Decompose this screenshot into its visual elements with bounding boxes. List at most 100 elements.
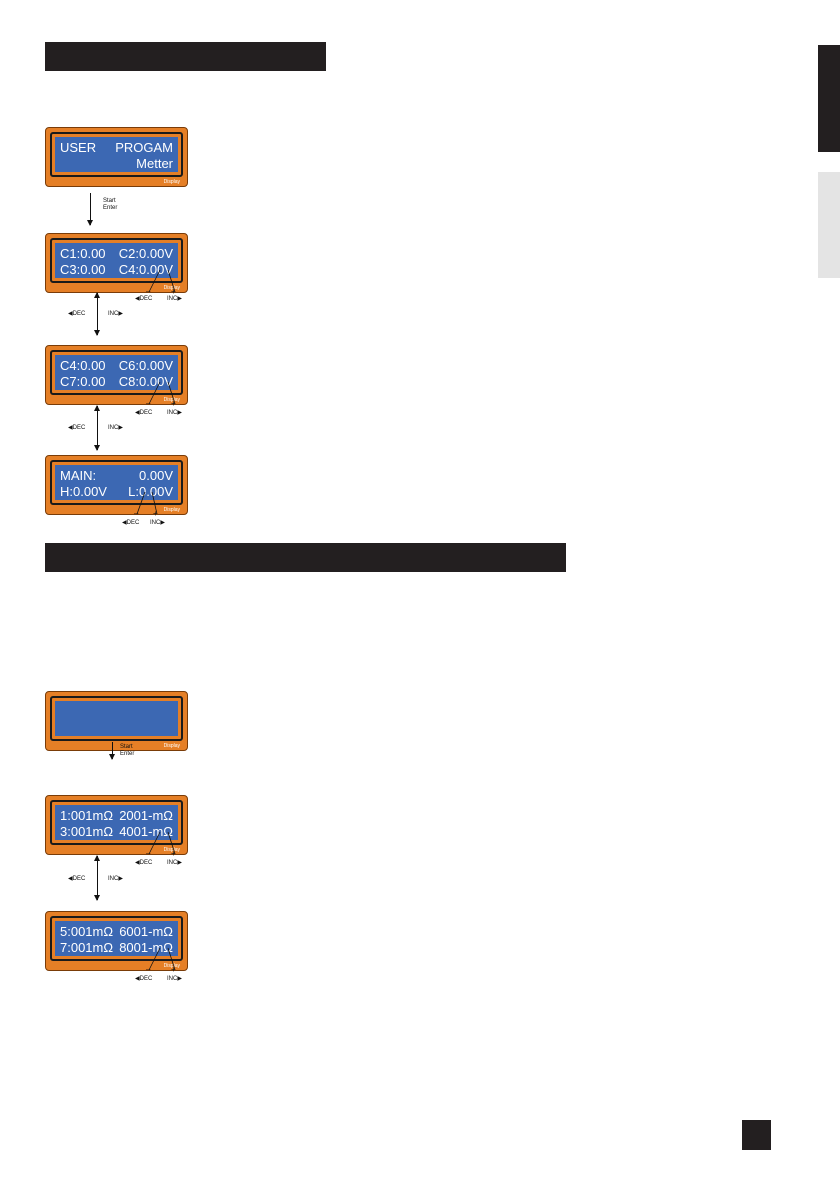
section-1-header-bar — [45, 42, 326, 71]
inc-button-label[interactable]: INC▶ — [150, 520, 165, 527]
plus-label: + — [171, 849, 176, 858]
plus-label: + — [153, 509, 158, 518]
dec-label: DEC — [139, 976, 153, 982]
lcd-text: C7:0.00 — [60, 374, 106, 389]
right-triangle-icon: ▶ — [118, 425, 123, 431]
lcd-text: C4:0.00 — [60, 358, 106, 373]
dec-button-label[interactable]: ◀DEC — [135, 296, 152, 303]
lcd-main-voltage: MAIN: 0.00V H:0.00V L:0.00V Display — [45, 455, 188, 515]
dec-label: DEC — [126, 520, 140, 526]
right-triangle-icon: ▶ — [177, 296, 182, 302]
right-triangle-icon: ▶ — [177, 976, 182, 982]
dec-label: DEC — [139, 410, 153, 416]
right-triangle-icon: ▶ — [177, 860, 182, 866]
lcd-text: 0.00V — [139, 468, 173, 483]
down-arrow — [87, 193, 93, 226]
lcd-text: C1:0.00 — [60, 246, 106, 261]
lcd-text: C4:0.00V — [118, 262, 173, 277]
dec-button-label[interactable]: ◀DEC — [135, 976, 152, 983]
inc-label: INC — [108, 876, 119, 882]
dec-nav-label: ◀DEC — [68, 876, 85, 883]
left-triangle-icon: ◀ — [68, 311, 73, 317]
lcd-text: C3:0.00 — [60, 262, 106, 277]
minus-label: – — [134, 509, 139, 518]
minus-label: – — [146, 399, 151, 408]
dec-nav-label: ◀DEC — [68, 425, 85, 432]
section-2-header-bar — [45, 543, 566, 572]
lcd-text: H:0.00V — [60, 484, 107, 499]
inc-label: INC — [167, 860, 178, 866]
lcd-user-program: USER PROGAM Metter Display — [45, 127, 188, 187]
lcd-text: MAIN: — [60, 468, 97, 483]
display-tag: Display — [163, 179, 180, 185]
lcd-text: PROGAM — [115, 140, 173, 155]
lcd-text: Metter — [136, 156, 173, 171]
lcd-text: 5:001mΩ — [60, 924, 114, 939]
lcd-text: 2001-mΩ — [119, 808, 173, 823]
up-down-arrow — [94, 855, 100, 901]
up-down-arrow — [94, 405, 100, 451]
dec-nav-label: ◀DEC — [68, 311, 85, 318]
lcd-text: C2:0.00V — [118, 246, 173, 261]
left-triangle-icon: ◀ — [135, 860, 140, 866]
inc-button-label[interactable]: INC▶ — [167, 296, 182, 303]
page-number-box — [742, 1120, 771, 1150]
lcd-text: L:0.00V — [128, 484, 173, 499]
plus-label: + — [171, 965, 176, 974]
lcd-text: C8:0.00V — [118, 374, 173, 389]
plus-label: + — [171, 287, 176, 296]
inc-label: INC — [167, 296, 178, 302]
dec-label: DEC — [72, 425, 86, 431]
enter-label: Enter — [103, 205, 118, 211]
dec-button-label[interactable]: ◀DEC — [122, 520, 139, 527]
dec-label: DEC — [139, 860, 153, 866]
inc-nav-label: INC▶ — [108, 876, 123, 883]
minus-label: – — [146, 965, 151, 974]
right-triangle-icon: ▶ — [160, 520, 165, 526]
inc-label: INC — [108, 425, 119, 431]
inc-label: INC — [167, 976, 178, 982]
plus-label: + — [171, 399, 176, 408]
dec-button-label[interactable]: ◀DEC — [135, 410, 152, 417]
inc-button-label[interactable]: INC▶ — [167, 860, 182, 867]
lcd-text: 3:001mΩ — [60, 824, 114, 839]
display-tag: Display — [163, 743, 180, 749]
inc-label: INC — [167, 410, 178, 416]
dec-label: DEC — [72, 876, 86, 882]
right-triangle-icon: ▶ — [177, 410, 182, 416]
inc-button-label[interactable]: INC▶ — [167, 410, 182, 417]
start-label: Start — [120, 744, 133, 750]
left-triangle-icon: ◀ — [68, 425, 73, 431]
start-label: Start — [103, 198, 116, 204]
lcd-text: 1:001mΩ — [60, 808, 114, 823]
inc-nav-label: INC▶ — [108, 425, 123, 432]
chapter-tab-inactive[interactable] — [818, 172, 840, 278]
inc-label: INC — [108, 311, 119, 317]
lcd-text: 8001-mΩ — [119, 940, 173, 955]
up-down-arrow — [94, 292, 100, 336]
dec-label: DEC — [139, 296, 153, 302]
left-triangle-icon: ◀ — [122, 520, 127, 526]
left-triangle-icon: ◀ — [135, 976, 140, 982]
minus-label: – — [146, 849, 151, 858]
left-triangle-icon: ◀ — [135, 296, 140, 302]
down-arrow — [109, 742, 115, 760]
inc-button-label[interactable]: INC▶ — [167, 976, 182, 983]
display-tag: Display — [163, 507, 180, 513]
right-triangle-icon: ▶ — [118, 311, 123, 317]
inc-nav-label: INC▶ — [108, 311, 123, 318]
chapter-tab-active[interactable] — [818, 45, 840, 152]
lcd-text: 7:001mΩ — [60, 940, 114, 955]
lcd-blank: Display — [45, 691, 188, 751]
lcd-text: USER — [60, 140, 97, 155]
dec-button-label[interactable]: ◀DEC — [135, 860, 152, 867]
left-triangle-icon: ◀ — [68, 876, 73, 882]
right-triangle-icon: ▶ — [118, 876, 123, 882]
left-triangle-icon: ◀ — [135, 410, 140, 416]
dec-label: DEC — [72, 311, 86, 317]
lcd-text: 4001-mΩ — [119, 824, 173, 839]
